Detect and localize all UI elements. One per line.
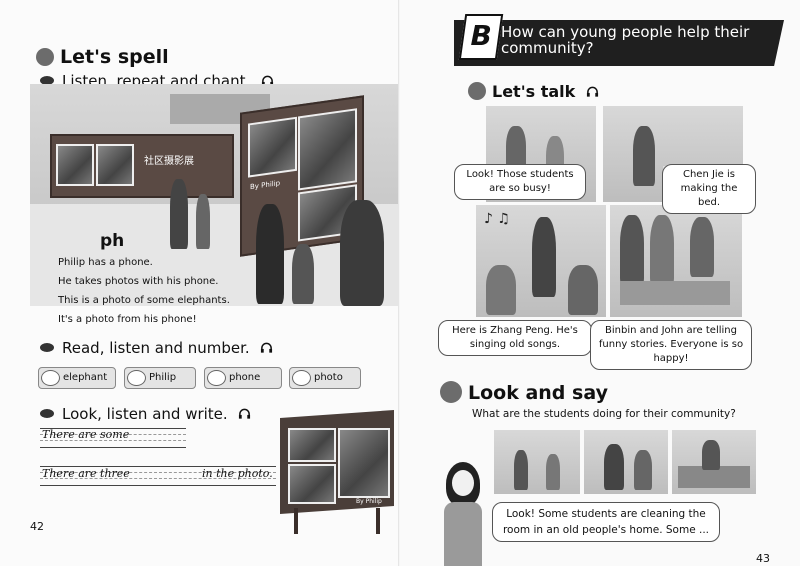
talk-panel-telling-stories bbox=[610, 205, 742, 317]
headphones-icon[interactable] bbox=[261, 75, 274, 87]
word-box-photo[interactable]: photo bbox=[289, 367, 361, 389]
number-circle[interactable] bbox=[41, 370, 60, 386]
read-listen-instruction: Read, listen and number. bbox=[40, 339, 273, 357]
chant-line: Philip has a phone. bbox=[58, 257, 153, 268]
exhibit-photo bbox=[288, 464, 336, 504]
speech-bubble-busy: Look! Those students are so busy! bbox=[454, 164, 586, 200]
page-number: 43 bbox=[756, 552, 770, 565]
exhibit-board-left: 社区摄影展 bbox=[50, 134, 234, 198]
writing-prompt-2b: in the photo. bbox=[202, 467, 273, 480]
phonics-ph: ph bbox=[100, 231, 125, 251]
chant-line: This is a photo of some elephants. bbox=[58, 295, 230, 306]
exhibit-sign: 社区摄影展 bbox=[144, 156, 194, 167]
man-with-phone-figure bbox=[340, 200, 384, 306]
speech-bubble-chen-jie: Chen Jie is making the bed. bbox=[662, 164, 756, 214]
writing-prompt-2a: There are three bbox=[42, 467, 130, 480]
exhibit-photo bbox=[338, 428, 390, 498]
headphones-icon[interactable] bbox=[260, 342, 273, 354]
exhibit-photo bbox=[248, 116, 297, 178]
girl-presenter-illustration bbox=[438, 462, 492, 566]
headphones-icon[interactable] bbox=[586, 86, 599, 98]
look-say-photo-1 bbox=[494, 430, 580, 494]
bullet-icon bbox=[468, 82, 486, 100]
number-circle[interactable] bbox=[207, 370, 226, 386]
headphones-icon[interactable] bbox=[238, 408, 251, 420]
section-letter-badge: B bbox=[458, 14, 504, 60]
bullet-icon bbox=[36, 48, 54, 66]
photo-exhibition-illustration: 社区摄影展 By Philip bbox=[30, 84, 398, 306]
speech-bubble-cleaning: Look! Some students are cleaning the roo… bbox=[492, 502, 720, 542]
chant-text: ph Philip has a phone. He takes photos w… bbox=[58, 232, 230, 329]
bullet-icon bbox=[40, 409, 54, 418]
bullet-icon bbox=[440, 381, 462, 403]
music-notes-icon: ♪ ♫ bbox=[484, 211, 510, 227]
talk-panel-singing: ♪ ♫ bbox=[476, 205, 606, 317]
board-sign: By Philip bbox=[356, 498, 382, 505]
exhibit-board-illustration: By Philip bbox=[280, 410, 394, 534]
page-number: 42 bbox=[30, 520, 44, 533]
section-title: How can young people help their communit… bbox=[501, 23, 750, 57]
lets-spell-heading: Let's spell bbox=[36, 46, 169, 68]
exhibit-photo bbox=[298, 108, 357, 191]
speech-bubble-binbin-john: Binbin and John are telling funny storie… bbox=[590, 320, 752, 370]
look-and-say-heading: Look and say bbox=[440, 381, 608, 404]
word-box-elephant[interactable]: elephant bbox=[38, 367, 116, 389]
section-banner bbox=[454, 20, 784, 66]
look-listen-instruction: Look, listen and write. bbox=[40, 405, 251, 423]
look-say-photo-3 bbox=[672, 430, 756, 494]
child-figure bbox=[292, 244, 314, 304]
speech-bubble-zhang-peng: Here is Zhang Peng. He's singing old son… bbox=[438, 320, 592, 356]
writing-line-1[interactable] bbox=[40, 428, 186, 448]
word-box-philip[interactable]: Philip bbox=[124, 367, 196, 389]
chant-line: He takes photos with his phone. bbox=[58, 276, 219, 287]
photo-sign: By Philip bbox=[250, 179, 281, 192]
exhibit-photo bbox=[96, 144, 134, 186]
number-circle[interactable] bbox=[292, 370, 311, 386]
woman-figure bbox=[256, 204, 284, 304]
svg-text:♪ ♫: ♪ ♫ bbox=[484, 211, 510, 227]
writing-line-2[interactable] bbox=[40, 466, 276, 486]
visitor-figure bbox=[170, 179, 188, 249]
left-page: Let's spell Listen, repeat and chant. 社区… bbox=[30, 46, 398, 534]
writing-prompt-1: There are some bbox=[42, 428, 130, 441]
visitor-figure bbox=[196, 194, 210, 249]
chant-line: It's a photo from his phone! bbox=[58, 314, 197, 325]
exhibit-photo bbox=[288, 428, 336, 462]
word-box-phone[interactable]: phone bbox=[204, 367, 282, 389]
number-circle[interactable] bbox=[127, 370, 146, 386]
bullet-icon bbox=[40, 76, 54, 85]
look-say-photo-2 bbox=[584, 430, 668, 494]
right-page: B How can young people help their commun… bbox=[400, 0, 800, 566]
lets-talk-heading: Let's talk bbox=[468, 82, 599, 101]
look-say-question: What are the students doing for their co… bbox=[472, 408, 736, 420]
bullet-icon bbox=[40, 343, 54, 352]
exhibit-photo bbox=[56, 144, 94, 186]
